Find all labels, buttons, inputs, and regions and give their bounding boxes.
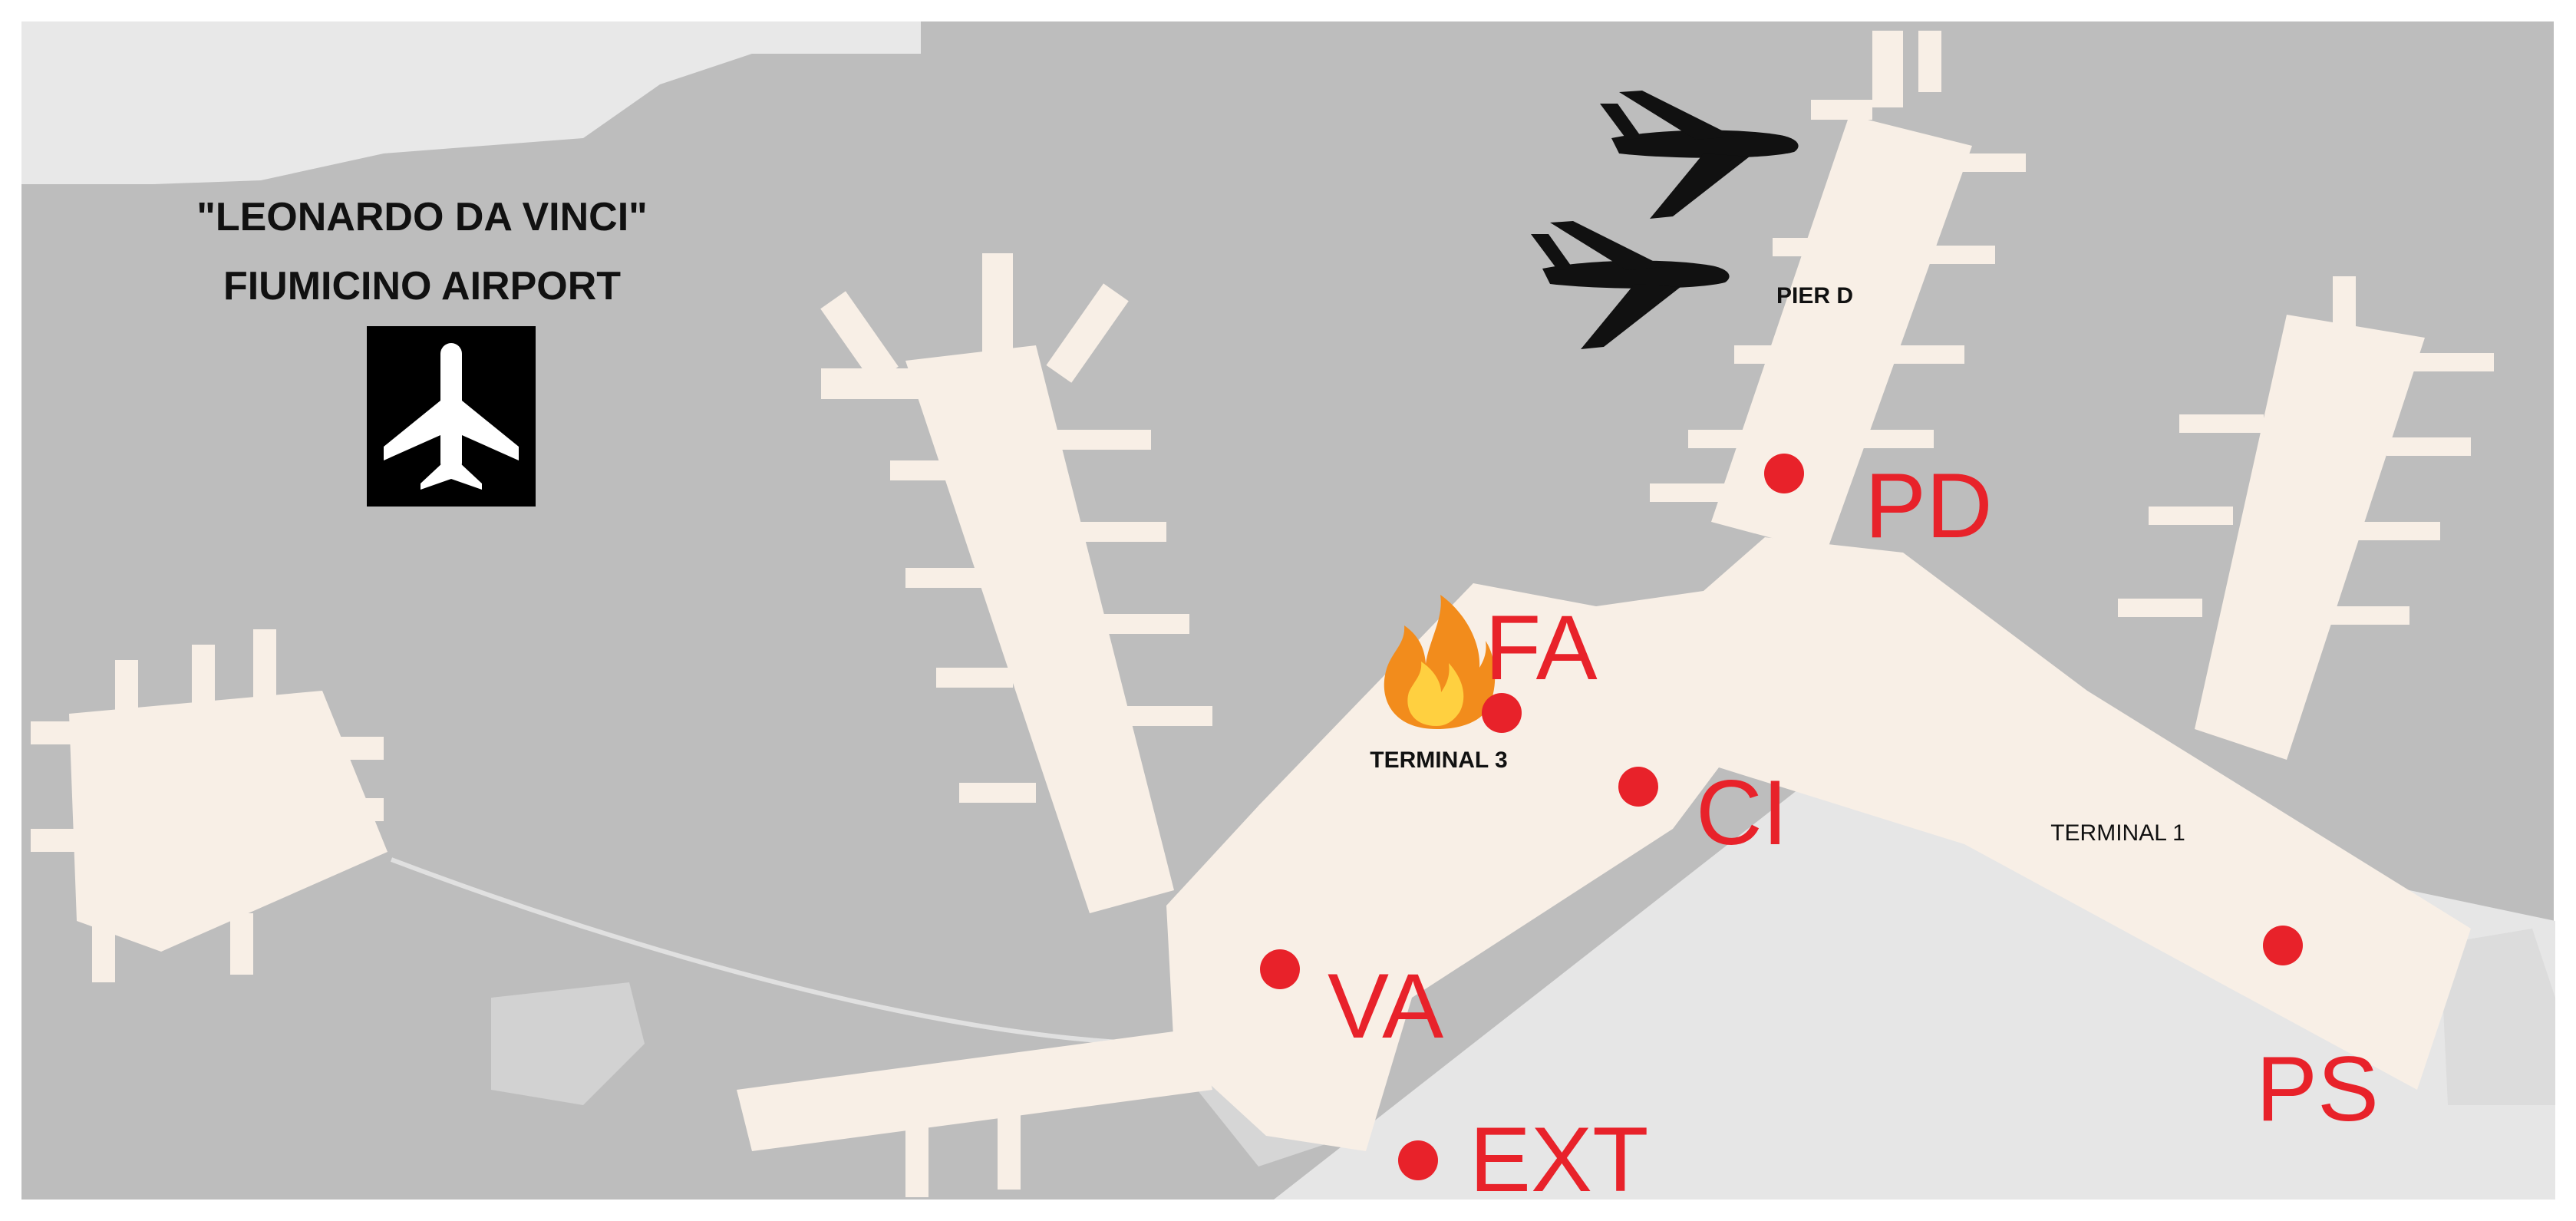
gate-finger [2149,507,2233,525]
poi-marker[interactable] [1618,767,1658,807]
gate-finger [1046,283,1129,383]
gate-finger [322,737,384,760]
poi-label: FA [1485,596,1598,699]
gate-finger [1773,238,1849,256]
parking-structure [491,982,645,1105]
gate-finger [1113,706,1212,726]
gate-finger [230,913,253,975]
gate-finger [1872,31,1903,107]
gate-finger [92,921,115,982]
gate-finger [192,645,215,714]
poi-marker[interactable] [1398,1140,1438,1180]
gate-finger [31,721,84,744]
gate-finger [2333,276,2356,338]
fire-icon [1384,595,1496,729]
gate-finger [1918,31,1941,92]
poi-label: CI [1696,761,1788,864]
airplane-icon [1531,221,1730,349]
gate-finger [1857,430,1934,448]
parking-structure [2440,929,2555,1105]
gate-finger [1051,430,1151,450]
poi-label: PD [1865,454,1993,557]
poi-fa[interactable]: FA [1482,596,1598,733]
poi-marker[interactable] [2263,926,2303,965]
pier-main [905,345,1174,913]
gate-finger [2179,414,2264,433]
airport-title-line-1: "LEONARDO DA VINCI" [196,195,648,239]
gate-finger [322,798,384,821]
terminal-3-label: TERMINAL 3 [1370,747,1507,773]
poi-ci[interactable]: CI [1618,761,1788,864]
gate-finger [2386,437,2471,456]
gate-finger [1090,614,1189,634]
poi-ps[interactable]: PS [2256,926,2379,1140]
gate-finger [1918,246,1995,264]
poi-label: EXT [1469,1108,1648,1211]
gate-finger [890,460,967,480]
gate-finger [253,629,276,714]
poi-va[interactable]: VA [1260,949,1443,1058]
airplane-icon [1600,91,1799,219]
gate-finger [1888,345,1964,364]
gate-finger [959,783,1036,803]
poi-marker[interactable] [1260,949,1300,989]
gate-finger [31,829,84,852]
gate-finger [982,253,1013,353]
airport-sign-icon [367,326,536,507]
pier-southwest [737,1028,1212,1151]
gate-finger [1688,430,1765,448]
gate-finger [1811,100,1872,120]
gate-finger [1949,153,2026,172]
pier-d [1711,115,1972,553]
gate-finger [998,1105,1021,1190]
airport-title-line-2: FIUMICINO AIRPORT [223,264,621,309]
gate-finger [1067,522,1166,542]
gate-finger [820,291,899,384]
terminal-3 [1258,583,1596,890]
pier-d-label: PIER D [1776,283,1853,309]
pier-right [2195,315,2425,760]
satellite-terminal [69,691,388,952]
gate-finger [905,568,982,588]
poi-pd[interactable]: PD [1764,454,1993,557]
gate-finger [2356,522,2440,540]
gate-finger [2118,599,2202,617]
service-road [390,857,1152,1046]
gate-finger [2325,606,2409,625]
gate-finger [905,1120,928,1197]
gate-finger [1650,483,1727,502]
poi-label: PS [2256,1038,2379,1140]
gate-finger [936,668,1013,688]
poi-marker[interactable] [1482,693,1522,733]
poi-marker[interactable] [1764,454,1804,493]
poi-ext[interactable]: EXT [1398,1108,1648,1211]
gate-finger [1734,345,1811,364]
gate-finger [115,660,138,729]
poi-label: VA [1328,955,1443,1058]
terminal-1-label: TERMINAL 1 [2050,820,2185,846]
landside-north [21,21,921,184]
gate-finger [2409,353,2494,371]
